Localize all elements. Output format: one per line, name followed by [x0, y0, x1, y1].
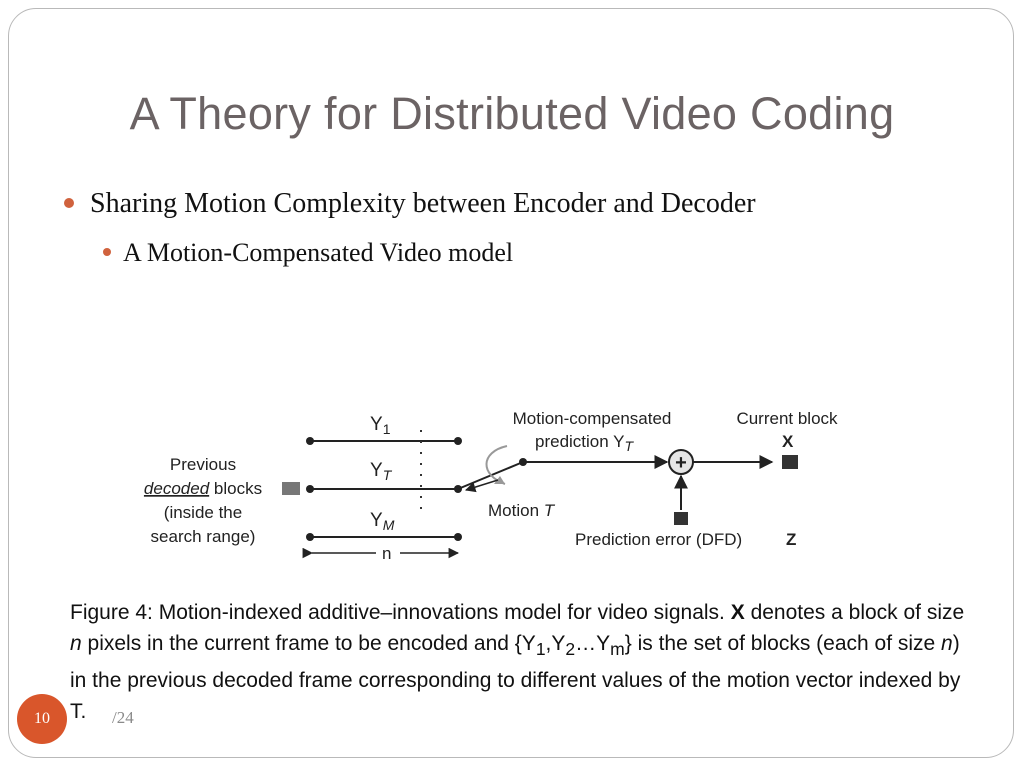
label-yt: YT — [370, 460, 393, 483]
label-mc-pred: prediction YT — [535, 432, 634, 454]
current-block-square — [782, 455, 798, 469]
prediction-error-square — [674, 512, 688, 525]
bullet-text: Sharing Motion Complexity between Encode… — [90, 188, 756, 219]
label-previous: Previous — [170, 455, 236, 474]
page-total: /24 — [112, 708, 134, 727]
block-endpoint — [306, 485, 314, 493]
label-z: Z — [786, 530, 796, 549]
block-endpoint — [454, 533, 462, 541]
label-current-block: Current block — [736, 409, 838, 428]
label-n: n — [382, 544, 391, 563]
adder-plus-icon: + — [675, 452, 687, 474]
slide-frame — [8, 8, 1014, 758]
page-number-badge: 10 — [17, 694, 67, 744]
bullet-level1: Sharing Motion Complexity between Encode… — [64, 188, 756, 220]
bullet-dot-icon — [103, 248, 111, 257]
label-inside: (inside the — [164, 503, 242, 522]
previous-block-square — [282, 482, 300, 495]
bullet-text: A Motion-Compensated Video model — [123, 238, 514, 267]
label-ym: YM — [370, 510, 395, 533]
label-search-range: search range) — [151, 527, 256, 546]
bullet-level2: A Motion-Compensated Video model — [103, 238, 513, 268]
motion-curve-arrowhead — [494, 476, 505, 484]
page-number: 10 — [34, 710, 50, 727]
label-motion: Motion T — [488, 501, 556, 520]
figure-caption: Figure 4: Motion-indexed additive–innova… — [70, 601, 965, 724]
label-mc: Motion-compensated — [513, 409, 672, 428]
block-endpoint — [306, 533, 314, 541]
block-endpoint — [306, 437, 314, 445]
label-decoded-blocks: decoded blocks — [144, 479, 262, 498]
block-endpoint — [454, 437, 462, 445]
motion-curve-arrow — [485, 445, 508, 485]
label-y1: Y1 — [370, 414, 391, 437]
slide-title: A Theory for Distributed Video Coding — [129, 88, 895, 139]
bullet-dot-icon — [64, 197, 74, 208]
label-prediction-error: Prediction error (DFD) — [575, 530, 742, 549]
motion-arrow — [464, 479, 499, 493]
label-x: X — [782, 432, 794, 451]
